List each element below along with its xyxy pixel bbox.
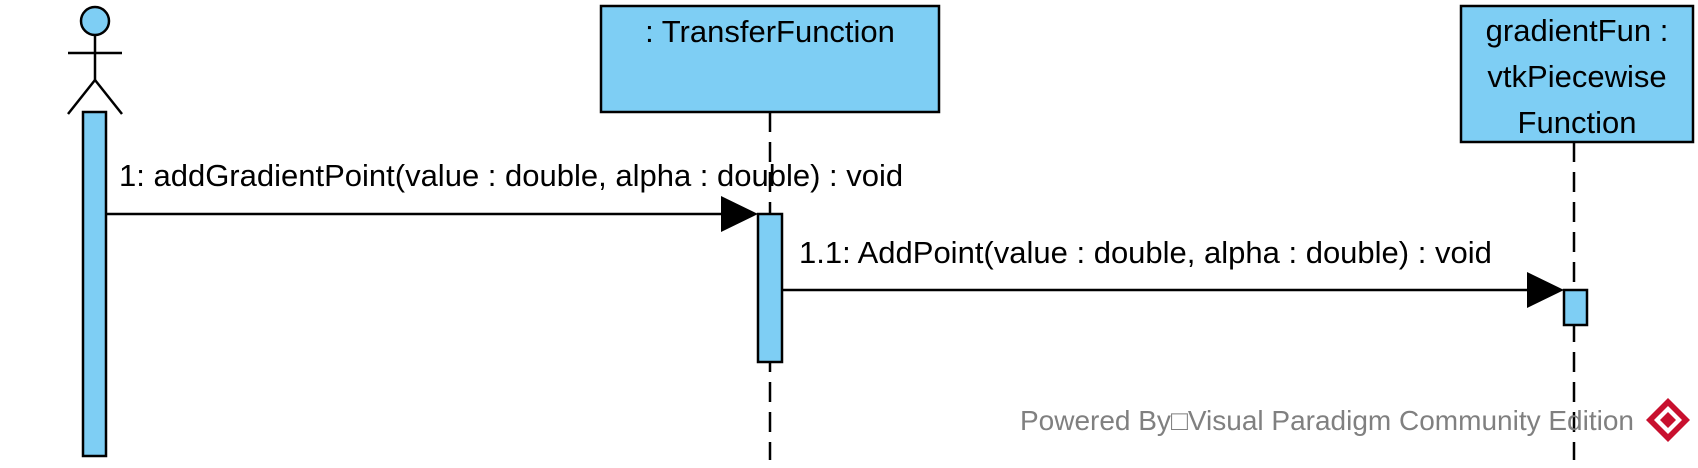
lifeline-head-gradient-fun[interactable] <box>1459 4 1695 144</box>
activation-bar <box>756 212 784 364</box>
actor-icon <box>67 5 123 115</box>
lifeline-title: : TransferFunction <box>645 14 895 49</box>
message-1-1[interactable]: 1.1: AddPoint(value : double, alpha : do… <box>782 235 1564 308</box>
actor-lifeline[interactable] <box>67 5 123 458</box>
lifeline-title-line-3: Function <box>1518 105 1637 140</box>
lifeline-title-line-2: vtkPiecewise <box>1487 59 1666 94</box>
visual-paradigm-logo-icon <box>1646 398 1690 442</box>
message-1[interactable]: 1: addGradientPoint(value : double, alph… <box>106 158 903 232</box>
watermark-text: Powered By□Visual Paradigm Community Edi… <box>1020 405 1634 436</box>
arrowhead-icon <box>1527 272 1564 308</box>
watermark: Powered By□Visual Paradigm Community Edi… <box>1020 398 1690 442</box>
actor-activation-bar <box>81 110 108 458</box>
message-label: 1.1: AddPoint(value : double, alpha : do… <box>799 235 1492 270</box>
arrowhead-icon <box>721 196 758 232</box>
lifeline-transfer-function[interactable]: : TransferFunction <box>599 4 941 460</box>
activation-bar <box>1562 288 1589 327</box>
lifeline-head-transfer-function[interactable] <box>599 4 941 114</box>
lifeline-gradient-fun[interactable]: gradientFun : vtkPiecewise Function <box>1459 4 1695 460</box>
lifeline-title-line-1: gradientFun : <box>1486 13 1669 48</box>
message-label: 1: addGradientPoint(value : double, alph… <box>119 158 903 193</box>
